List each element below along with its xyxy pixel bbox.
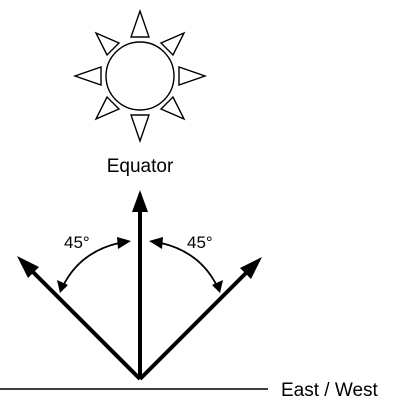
sun-ray-southeast <box>159 95 186 121</box>
right-arrowhead <box>240 257 262 279</box>
left-arrowhead <box>17 256 39 278</box>
right-arrow-shaft <box>138 267 252 381</box>
sun-ray-west <box>72 66 102 86</box>
right-diagonal-arrow <box>138 257 262 381</box>
left-arc-arrowhead-bottom <box>57 280 68 293</box>
sun-ray-northeast <box>159 31 186 57</box>
sun-icon <box>72 8 208 144</box>
left-diagonal-arrow <box>17 256 142 381</box>
sun-ray-north <box>130 8 150 38</box>
left-arc-arrowhead-top <box>117 237 131 249</box>
left-angle-arc <box>57 237 131 293</box>
sun-disc <box>105 41 175 111</box>
right-arc-path <box>160 242 218 287</box>
sun-ray-northwest <box>94 31 121 57</box>
left-arc-path <box>62 242 120 287</box>
equator-arrowhead <box>132 190 148 212</box>
sun-ray-east <box>178 66 208 86</box>
east-west-label: East / West <box>281 380 379 401</box>
angle-label-left: 45° <box>64 233 90 252</box>
right-arc-arrowhead-bottom <box>212 280 223 293</box>
equator-label: Equator <box>107 156 174 177</box>
right-arc-arrowhead-top <box>149 237 163 249</box>
sun-ray-southwest <box>94 95 121 121</box>
angle-label-right: 45° <box>187 233 213 252</box>
sun-ray-south <box>130 114 150 144</box>
right-angle-arc <box>149 237 223 293</box>
equator-arrow <box>132 190 148 379</box>
left-arrow-shaft <box>27 266 142 381</box>
